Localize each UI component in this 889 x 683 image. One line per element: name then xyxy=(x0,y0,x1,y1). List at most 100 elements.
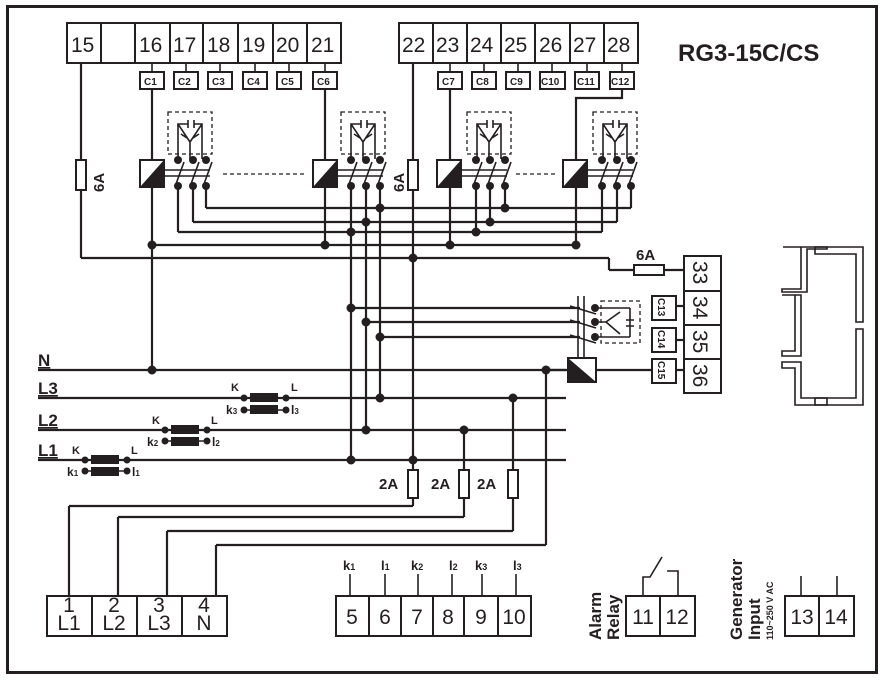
label-l3: L3 xyxy=(38,379,58,398)
fuse-2a-label-1: 2A xyxy=(379,476,398,493)
cap-label-c13: C13 xyxy=(655,298,666,317)
terminal-8: 8 xyxy=(442,606,454,629)
terminal-1-label: L1 xyxy=(57,612,80,635)
current-terminal-strip: 5 6 7 8 9 10 k1 l1 k2 l2 k3 l3 xyxy=(335,558,532,637)
terminal-21: 21 xyxy=(311,34,334,57)
terminal-36: 36 xyxy=(688,364,711,387)
terminal-16: 16 xyxy=(139,34,162,57)
terminal-6: 6 xyxy=(379,606,391,629)
side-contactor xyxy=(567,296,641,383)
cap-label-c9: C9 xyxy=(510,77,523,88)
terminal-3-label: L3 xyxy=(147,612,170,635)
terminal-14: 14 xyxy=(824,606,848,629)
alarm-relay: 11 12 Alarm Relay xyxy=(586,556,696,640)
terminal-3-number: 3 xyxy=(153,594,165,617)
terminal-9: 9 xyxy=(475,606,487,629)
fuses: 6A 6A 6A 2A 2A 2A xyxy=(75,159,665,499)
generator-label-1: Generator xyxy=(727,558,746,640)
current-transformer-l1: K L k1 l1 xyxy=(67,445,140,479)
side-terminal-strip: 33 34 35 36 C13 C14 C15 xyxy=(651,255,722,394)
label-l1: L1 xyxy=(38,441,58,460)
ct2-k2-label: k2 xyxy=(147,435,159,449)
fuse-6a-label-1: 6A xyxy=(91,173,108,192)
label-l2: L2 xyxy=(38,411,58,430)
label-l1: l1 xyxy=(381,558,390,573)
phase-labels: N L3 L2 L1 xyxy=(38,351,58,460)
cap-label-c15: C15 xyxy=(655,361,666,380)
label-l2: l2 xyxy=(449,558,458,573)
fuse-2a-label-2: 2A xyxy=(431,476,450,493)
diagram-frame xyxy=(6,5,878,674)
ct3-k-label: K xyxy=(231,382,239,394)
terminal-20: 20 xyxy=(276,34,299,57)
cap-label-c14: C14 xyxy=(655,330,666,349)
label-k3: k3 xyxy=(475,558,487,573)
ct2-l-label: L xyxy=(211,415,218,427)
junction-dots xyxy=(147,203,581,465)
ct1-l1-label: l1 xyxy=(132,465,140,479)
ct1-l-label: L xyxy=(131,445,138,457)
fuse-2a-label-3: 2A xyxy=(477,476,496,493)
cap-label-c10: C10 xyxy=(541,77,560,88)
terminal-5: 5 xyxy=(346,606,358,629)
cap-label-c6: C6 xyxy=(317,77,330,88)
top-terminal-strip-left: 15 16 17 18 19 20 21 xyxy=(66,22,342,64)
terminal-28: 28 xyxy=(607,34,630,57)
generator-input: 13 14 Generator Input 110~250 V AC xyxy=(727,558,855,640)
terminal-18: 18 xyxy=(207,34,230,57)
terminal-27: 27 xyxy=(573,34,596,57)
current-transformer-l3: K L k3 l3 xyxy=(226,382,299,417)
alarm-relay-label-1: Alarm xyxy=(586,592,605,640)
fuse-6a-label-3: 6A xyxy=(636,247,655,264)
terminal-4-label: N xyxy=(196,612,211,635)
terminal-34: 34 xyxy=(688,296,711,320)
terminal-22: 22 xyxy=(402,34,425,57)
wires xyxy=(38,63,684,596)
contactor-groups xyxy=(139,156,638,190)
terminal-35: 35 xyxy=(688,330,711,353)
terminal-13: 13 xyxy=(790,606,813,629)
terminal-10: 10 xyxy=(502,606,525,629)
terminal-12: 12 xyxy=(665,606,688,629)
capacitor-labels: C1 C2 C3 C4 C5 C6 C7 C8 C9 C10 C11 C12 xyxy=(139,71,635,90)
ct1-k1-label: k1 xyxy=(67,465,79,479)
cap-label-c8: C8 xyxy=(476,77,489,88)
cap-label-c3: C3 xyxy=(212,77,225,88)
terminal-4-number: 4 xyxy=(198,594,210,617)
terminal-24: 24 xyxy=(470,34,494,57)
terminal-19: 19 xyxy=(242,34,265,57)
cap-label-c4: C4 xyxy=(247,77,260,88)
ct3-l-label: L xyxy=(291,382,298,394)
terminal-25: 25 xyxy=(504,34,527,57)
current-transformer-l2: K L k2 l2 xyxy=(147,415,220,449)
terminal-17: 17 xyxy=(173,34,196,57)
terminal-11: 11 xyxy=(632,606,654,629)
top-terminal-strip-right: 22 23 24 25 26 27 28 xyxy=(398,22,639,64)
terminal-15: 15 xyxy=(71,34,94,57)
terminal-26: 26 xyxy=(539,34,562,57)
ct2-k-label: K xyxy=(152,415,160,427)
ct2-l2-label: l2 xyxy=(212,435,220,449)
device-outline-icon xyxy=(781,246,864,406)
capacitor-banks xyxy=(167,111,638,159)
alarm-relay-label-2: Relay xyxy=(604,594,623,640)
terminal-7: 7 xyxy=(411,606,423,629)
generator-label-2: Input xyxy=(745,598,764,640)
voltage-terminal-strip: 1 L1 2 L2 3 L3 4 N xyxy=(46,594,228,637)
cap-label-c1: C1 xyxy=(144,77,157,88)
cap-label-c2: C2 xyxy=(178,77,191,88)
cap-label-c5: C5 xyxy=(281,77,294,88)
label-k1: k1 xyxy=(343,558,355,573)
terminal-2-number: 2 xyxy=(108,594,120,617)
terminal-23: 23 xyxy=(436,34,459,57)
ct1-k-label: K xyxy=(72,445,80,457)
label-l3: l3 xyxy=(513,558,522,573)
fuse-6a-label-2: 6A xyxy=(391,173,408,192)
model-title: RG3-15C/CS xyxy=(678,40,819,67)
terminal-2-label: L2 xyxy=(102,612,125,635)
generator-rating: 110~250 V AC xyxy=(765,581,775,640)
cap-label-c12: C12 xyxy=(611,77,630,88)
ct3-l3-label: l3 xyxy=(291,403,299,417)
label-k2: k2 xyxy=(411,558,423,573)
